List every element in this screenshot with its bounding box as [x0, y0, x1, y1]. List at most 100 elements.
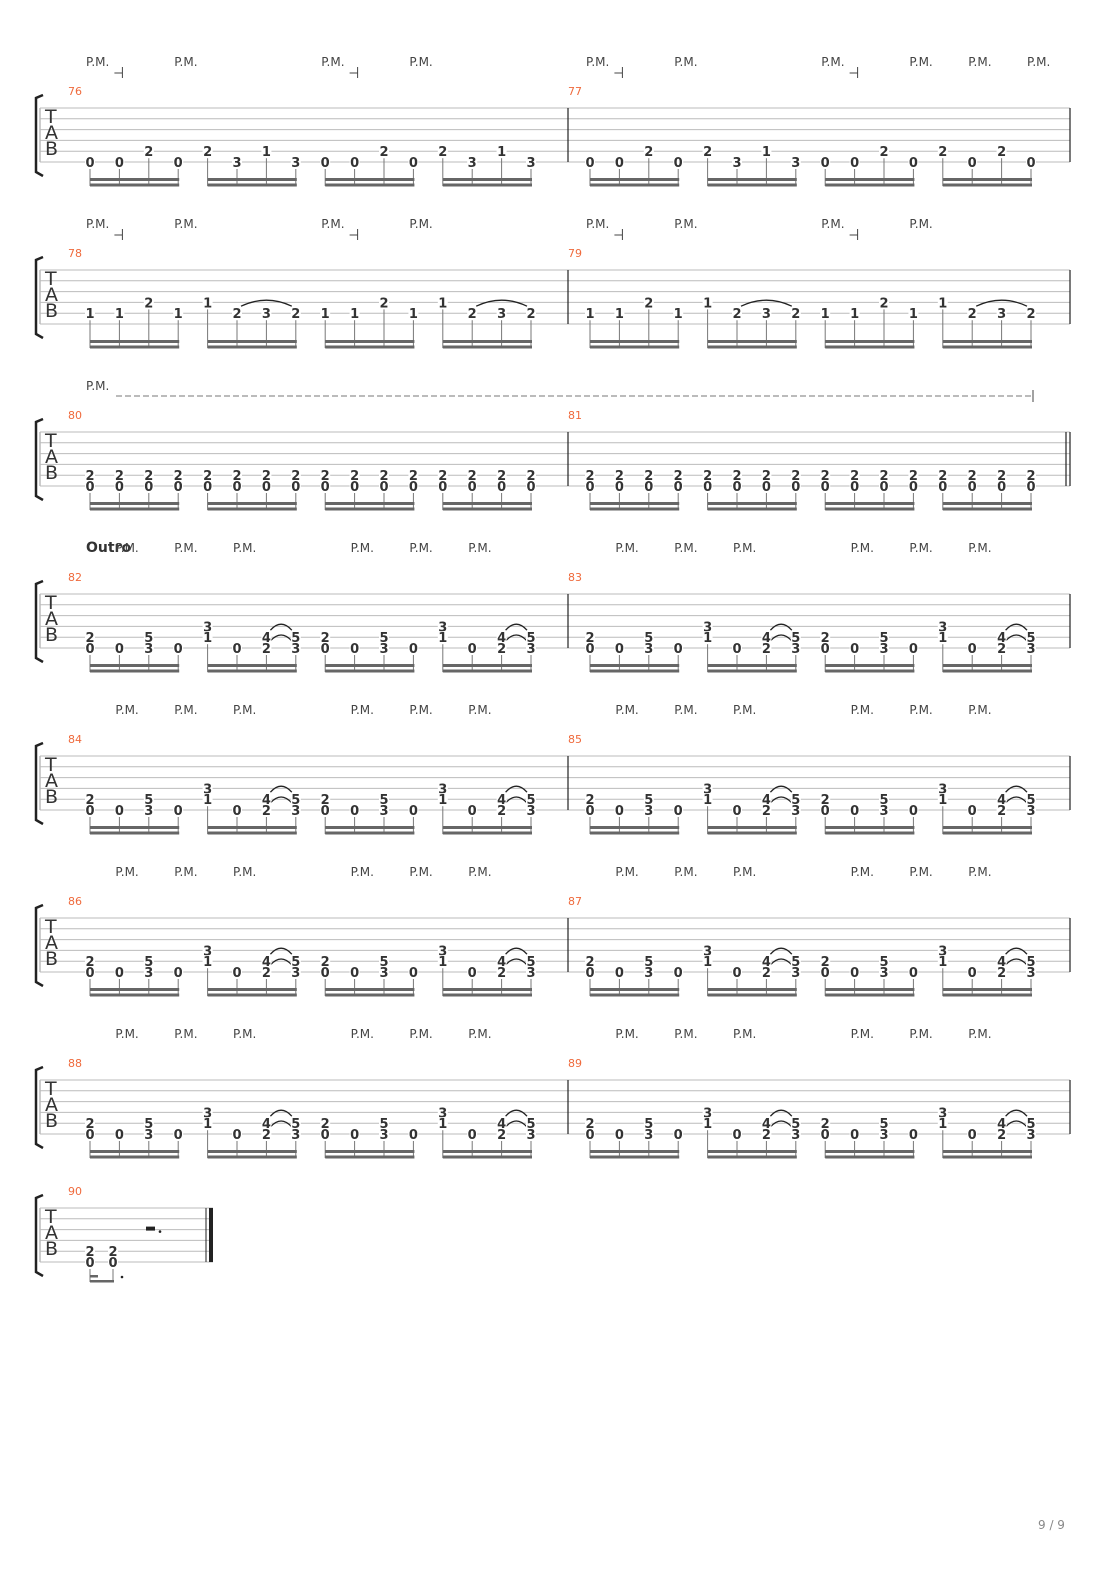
- palm-mute-label: P.M.: [468, 865, 491, 879]
- fret-number: 0: [85, 1128, 94, 1143]
- note: 0: [408, 642, 419, 672]
- fret-number: 0: [232, 642, 241, 657]
- note: 0: [967, 642, 978, 672]
- fret-background: [261, 469, 272, 481]
- note: 1: [761, 145, 772, 186]
- fret-background: [908, 1128, 919, 1139]
- fret-number: 3: [997, 307, 1006, 322]
- fret-number: 0: [409, 966, 418, 981]
- note: 0: [349, 156, 360, 186]
- fret-number: 0: [850, 642, 859, 657]
- fret-background: [290, 955, 301, 967]
- fret-background: [261, 145, 272, 157]
- beam: [90, 993, 180, 997]
- beam: [942, 178, 1032, 181]
- fret-background: [85, 631, 95, 643]
- fret-background: [790, 156, 801, 167]
- fret-number: 0: [821, 642, 830, 657]
- fret-number: 2: [879, 469, 888, 484]
- beam: [90, 183, 180, 187]
- fret-background: [614, 469, 625, 481]
- fret-number: 2: [108, 1245, 117, 1260]
- fret-background: [108, 1245, 118, 1257]
- beam: [207, 1150, 297, 1153]
- palm-mute-label: P.M.: [86, 55, 109, 69]
- fret-number: 0: [909, 156, 918, 171]
- note: 0: [467, 966, 478, 996]
- fret-number: 1: [203, 955, 212, 970]
- measure-number: 85: [568, 733, 582, 746]
- fret-background: [526, 307, 536, 319]
- palm-mute-label: P.M.: [851, 865, 874, 879]
- fret-background: [614, 307, 625, 319]
- measure-number: 83: [568, 571, 582, 584]
- fret-background: [202, 782, 213, 794]
- fret-number: 0: [615, 1128, 624, 1143]
- fret-background: [379, 793, 389, 805]
- palm-mute-label: P.M.: [821, 55, 844, 69]
- beam: [942, 993, 1032, 997]
- fret-background: [496, 469, 507, 481]
- fret-number: 0: [732, 804, 741, 819]
- beam: [325, 507, 415, 511]
- note: 20: [496, 469, 507, 510]
- beam: [942, 1150, 1032, 1153]
- beam: [707, 831, 797, 835]
- fret-number: 0: [585, 1128, 594, 1143]
- beam: [207, 831, 297, 835]
- fret-number: 5: [1026, 793, 1035, 808]
- note: 0: [732, 804, 742, 834]
- fret-background: [349, 642, 360, 653]
- fret-background: [290, 966, 301, 977]
- fret-background: [849, 642, 860, 653]
- fret-number: 1: [115, 307, 124, 322]
- fret-number: 0: [850, 156, 859, 171]
- fret-background: [290, 469, 301, 481]
- beam: [590, 993, 680, 997]
- fret-number: 0: [674, 642, 683, 657]
- palm-mute-label: P.M.: [968, 1027, 991, 1041]
- fret-number: 5: [526, 631, 535, 646]
- note: 0: [349, 804, 360, 834]
- fret-number: 1: [938, 631, 947, 646]
- fret-background: [143, 145, 154, 157]
- fret-background: [996, 966, 1007, 977]
- note: 42: [996, 955, 1007, 996]
- fret-background: [202, 793, 213, 805]
- fret-number: 0: [585, 966, 594, 981]
- fret-background: [379, 955, 389, 967]
- note: 0: [173, 966, 184, 996]
- note: 0: [849, 804, 860, 834]
- beam: [442, 826, 532, 829]
- note: 0: [849, 156, 860, 186]
- fret-background: [1026, 804, 1036, 815]
- fret-background: [996, 955, 1007, 967]
- fret-number: 1: [909, 307, 918, 322]
- beam: [325, 340, 415, 343]
- fret-background: [143, 1128, 154, 1139]
- note: 0: [673, 1128, 684, 1158]
- note: 0: [614, 966, 625, 996]
- note: 20: [614, 469, 625, 510]
- fret-background: [908, 966, 919, 977]
- fret-background: [349, 156, 360, 167]
- fret-background: [643, 296, 654, 308]
- fret-number: 0: [409, 642, 418, 657]
- slur-arc: [1005, 623, 1028, 631]
- fret-number: 2: [968, 469, 977, 484]
- beam: [942, 664, 1032, 667]
- fret-number: 1: [615, 307, 624, 322]
- fret-background: [996, 1117, 1007, 1129]
- fret-background: [114, 156, 125, 167]
- beam: [707, 669, 797, 673]
- slur-arc: [269, 634, 293, 642]
- fret-number: 0: [1026, 480, 1035, 495]
- fret-background: [790, 955, 801, 967]
- note: 0: [173, 804, 184, 834]
- fret-background: [290, 804, 301, 815]
- tab-clef-letter: T: [44, 754, 57, 776]
- palm-mute-label: P.M.: [674, 55, 697, 69]
- fret-number: 0: [85, 1256, 94, 1271]
- fret-number: 2: [674, 469, 683, 484]
- beam: [590, 345, 680, 349]
